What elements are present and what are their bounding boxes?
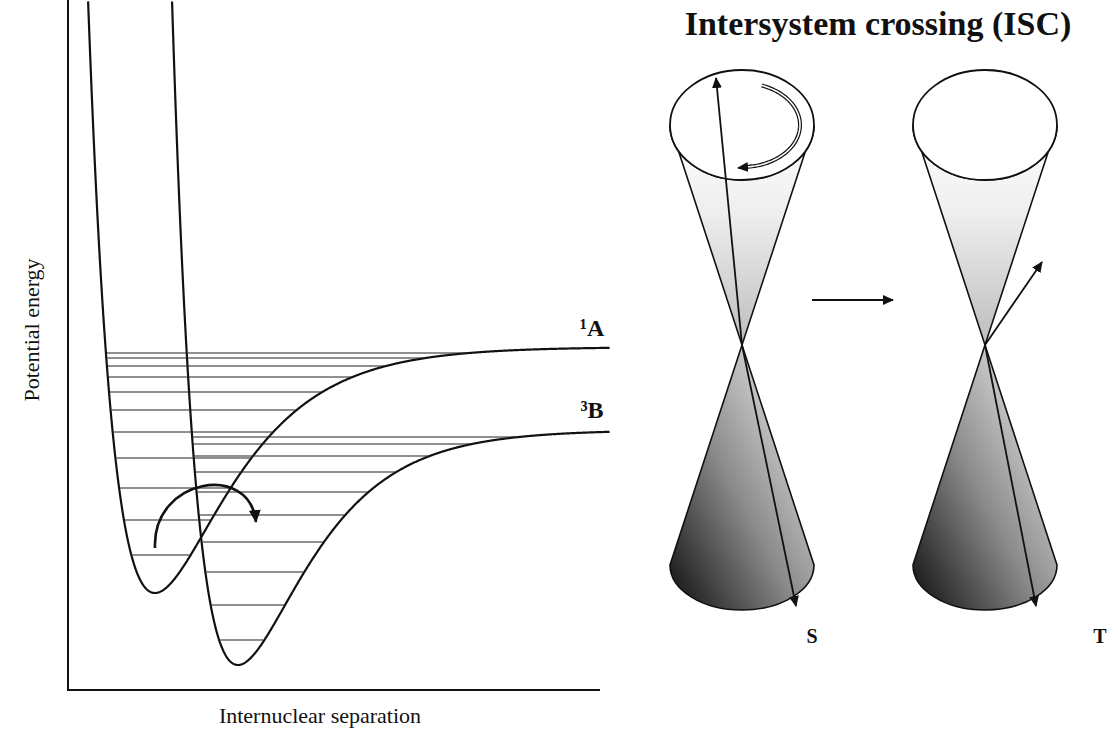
singlet-level: [108, 365, 385, 366]
cone-label: T: [1093, 625, 1106, 647]
triplet-level: [194, 443, 471, 444]
singlet-level: [112, 409, 296, 410]
precession-head: [738, 167, 748, 168]
triplet-level: [193, 436, 518, 437]
singlet-level: [110, 391, 321, 392]
spin-cone: [913, 70, 1057, 610]
spin-vector: [742, 345, 796, 606]
precession-arrow: [744, 86, 800, 167]
lower-cone: [913, 345, 1057, 610]
singlet-level: [120, 487, 230, 488]
triplet-curve: [172, 2, 610, 665]
state-label: ¹A: [580, 315, 605, 341]
spin-cone: [670, 70, 814, 610]
diagram-title: Intersystem crossing (ISC): [685, 5, 1072, 42]
axis-label: Potential energy: [20, 258, 44, 401]
singlet-level: [116, 457, 250, 458]
singlet-level: [109, 376, 352, 377]
singlet-level: [114, 431, 273, 432]
cone-rim: [913, 70, 1057, 180]
cone-rim: [670, 70, 814, 180]
triplet-level: [195, 455, 429, 456]
state-label: ³B: [580, 397, 603, 423]
axis-line: [68, 0, 600, 690]
transition-arrow: [812, 299, 893, 301]
singlet-curve: [88, 1, 610, 593]
axis-label: Internuclear separation: [219, 704, 421, 728]
spin-vector: [985, 345, 1036, 606]
triplet-level: [198, 491, 368, 492]
cone-label: S: [806, 625, 817, 647]
singlet-level: [107, 352, 468, 353]
singlet-level: [107, 357, 424, 358]
triplet-level: [220, 639, 263, 640]
triplet-level: [196, 471, 395, 472]
triplet-level: [206, 571, 303, 572]
isc-arrow: [155, 485, 256, 548]
singlet-level: [125, 519, 210, 520]
triplet-level: [203, 541, 323, 542]
singlet-level: [132, 554, 189, 555]
triplet-level: [212, 604, 284, 605]
precession-arrow: [744, 86, 800, 167]
lower-cone: [670, 345, 814, 610]
spin-vector: [985, 262, 1042, 345]
triplet-level: [200, 514, 345, 515]
spin-vector: [716, 78, 742, 345]
